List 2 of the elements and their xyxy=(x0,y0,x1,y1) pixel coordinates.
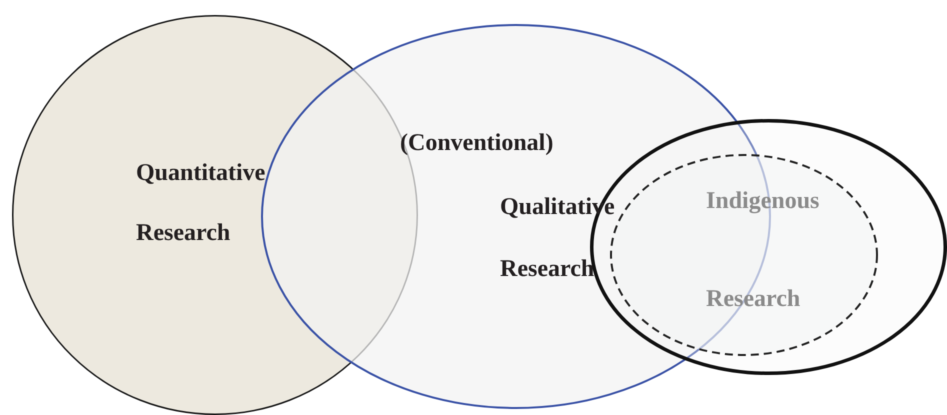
set-label: (Conventional) xyxy=(400,129,554,158)
set-label: Quantitative Research xyxy=(136,159,266,248)
